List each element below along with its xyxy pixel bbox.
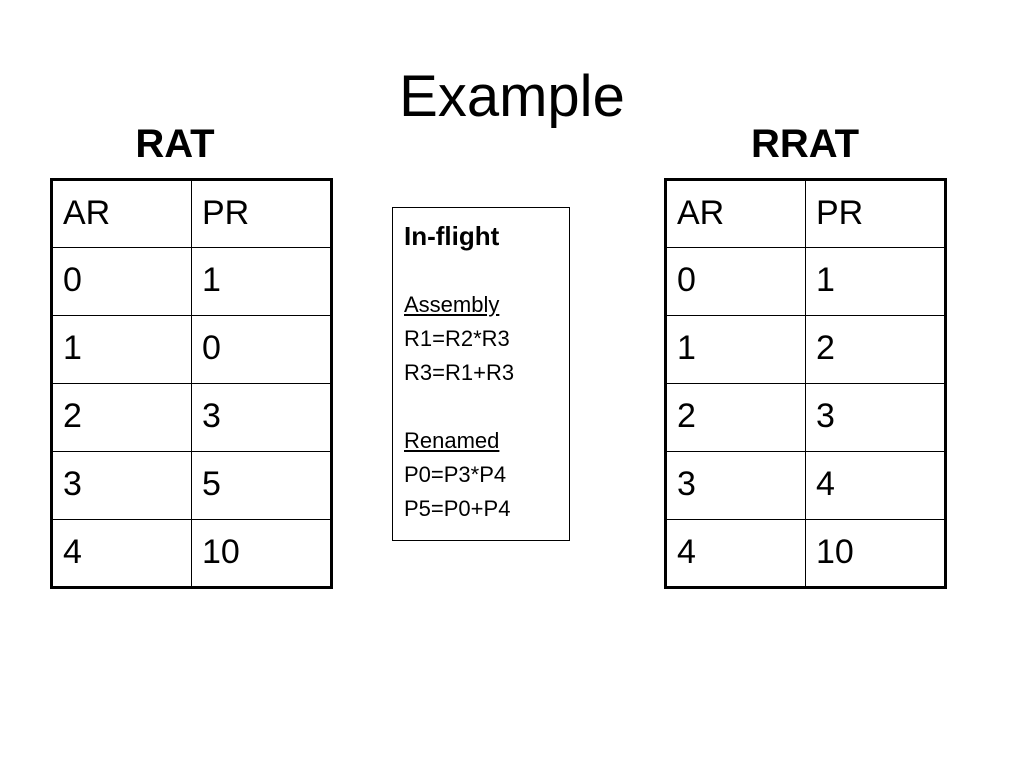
table-cell-ar: 1 bbox=[665, 315, 806, 384]
table-row: 4 10 bbox=[665, 519, 946, 588]
table-header-row: AR PR bbox=[51, 179, 332, 248]
assembly-line: R3=R1+R3 bbox=[404, 360, 515, 385]
table-cell-pr: 3 bbox=[805, 383, 946, 452]
rat-heading: RAT bbox=[135, 122, 215, 166]
table-row: 1 0 bbox=[51, 315, 332, 384]
table-row: 0 1 bbox=[51, 247, 332, 316]
column-header-ar: AR bbox=[51, 179, 192, 248]
rrat-heading: RRAT bbox=[750, 122, 860, 166]
renamed-line: P0=P3*P4 bbox=[404, 462, 507, 487]
table-cell-ar: 3 bbox=[51, 451, 192, 520]
table-row: 1 2 bbox=[665, 315, 946, 384]
rat-table: AR PR 0 1 1 0 2 3 3 5 4 10 bbox=[50, 178, 333, 589]
table-row: 2 3 bbox=[51, 383, 332, 452]
section-gap bbox=[404, 390, 559, 424]
inflight-title: In-flight bbox=[404, 221, 500, 251]
table-row: 0 1 bbox=[665, 247, 946, 316]
table-cell-ar: 2 bbox=[51, 383, 192, 452]
table-cell-pr: 5 bbox=[191, 451, 332, 520]
column-header-pr: PR bbox=[191, 179, 332, 248]
table-cell-pr: 10 bbox=[805, 519, 946, 588]
table-cell-ar: 0 bbox=[665, 247, 806, 316]
inflight-box: In-flight Assembly R1=R2*R3 R3=R1+R3 Ren… bbox=[392, 207, 570, 541]
table-row: 4 10 bbox=[51, 519, 332, 588]
table-cell-ar: 1 bbox=[51, 315, 192, 384]
table-cell-pr: 1 bbox=[191, 247, 332, 316]
table-cell-pr: 1 bbox=[805, 247, 946, 316]
table-cell-ar: 4 bbox=[665, 519, 806, 588]
slide-title: Example bbox=[399, 64, 625, 129]
assembly-line: R1=R2*R3 bbox=[404, 326, 510, 351]
rrat-table: AR PR 0 1 1 2 2 3 3 4 4 10 bbox=[664, 178, 947, 589]
table-cell-ar: 0 bbox=[51, 247, 192, 316]
table-cell-pr: 3 bbox=[191, 383, 332, 452]
table-cell-pr: 10 bbox=[191, 519, 332, 588]
table-row: 2 3 bbox=[665, 383, 946, 452]
table-header-row: AR PR bbox=[665, 179, 946, 248]
column-header-ar: AR bbox=[665, 179, 806, 248]
renamed-line: P5=P0+P4 bbox=[404, 496, 511, 521]
column-header-pr: PR bbox=[805, 179, 946, 248]
table-cell-pr: 0 bbox=[191, 315, 332, 384]
table-cell-ar: 3 bbox=[665, 451, 806, 520]
table-cell-pr: 4 bbox=[805, 451, 946, 520]
table-cell-pr: 2 bbox=[805, 315, 946, 384]
table-row: 3 5 bbox=[51, 451, 332, 520]
table-row: 3 4 bbox=[665, 451, 946, 520]
table-cell-ar: 4 bbox=[51, 519, 192, 588]
table-cell-ar: 2 bbox=[665, 383, 806, 452]
assembly-label: Assembly bbox=[404, 292, 500, 317]
renamed-label: Renamed bbox=[404, 428, 500, 453]
